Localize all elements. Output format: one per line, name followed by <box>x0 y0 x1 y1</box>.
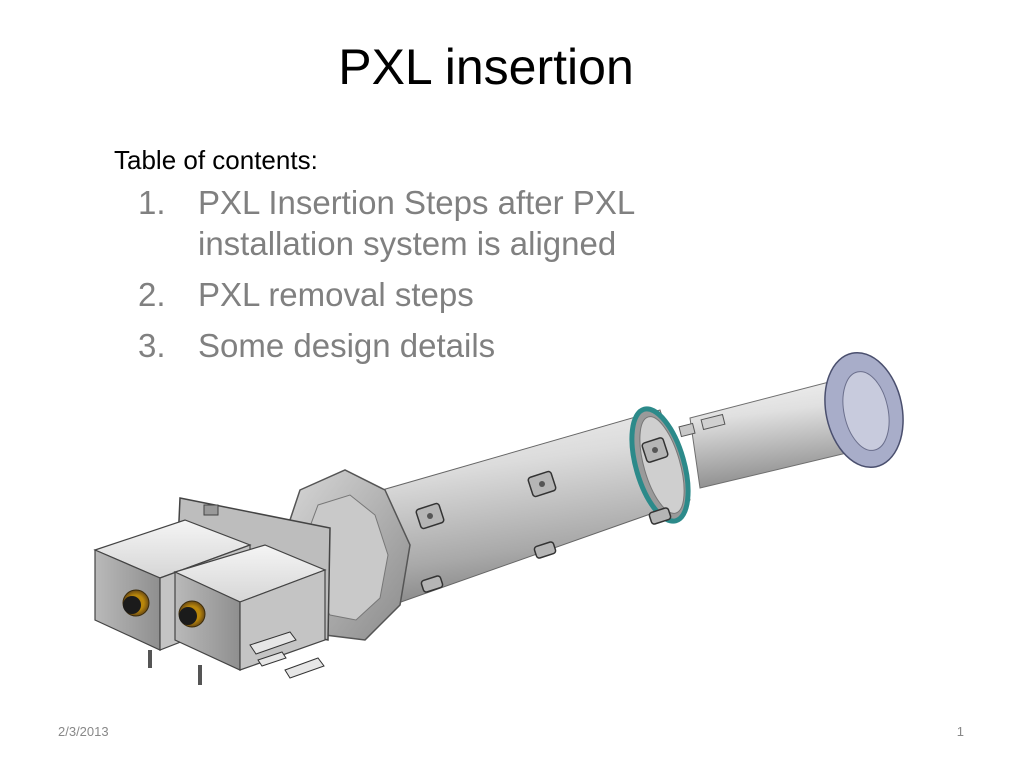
toc-item-text: PXL Insertion Steps after PXL installati… <box>198 184 634 262</box>
toc-item-text: Some design details <box>198 327 496 364</box>
toc-item: 2. PXL removal steps <box>138 274 718 315</box>
toc-item-text: PXL removal steps <box>198 276 474 313</box>
page-number: 1 <box>956 724 964 739</box>
rail-brackets <box>249 631 325 679</box>
toc-item: 1. PXL Insertion Steps after PXL install… <box>138 182 718 264</box>
toc-item-number: 1. <box>138 184 166 221</box>
toc-item-number: 2. <box>138 276 166 313</box>
toc-heading: Table of contents: <box>114 145 318 175</box>
slide-title: PXL insertion <box>338 39 634 95</box>
toc-item: 3. Some design details <box>138 325 718 366</box>
footer-date: 2/3/2013 <box>58 724 109 739</box>
toc-list: 1. PXL Insertion Steps after PXL install… <box>138 182 718 376</box>
toc-item-number: 3. <box>138 327 166 364</box>
drive-box-right <box>173 544 327 685</box>
